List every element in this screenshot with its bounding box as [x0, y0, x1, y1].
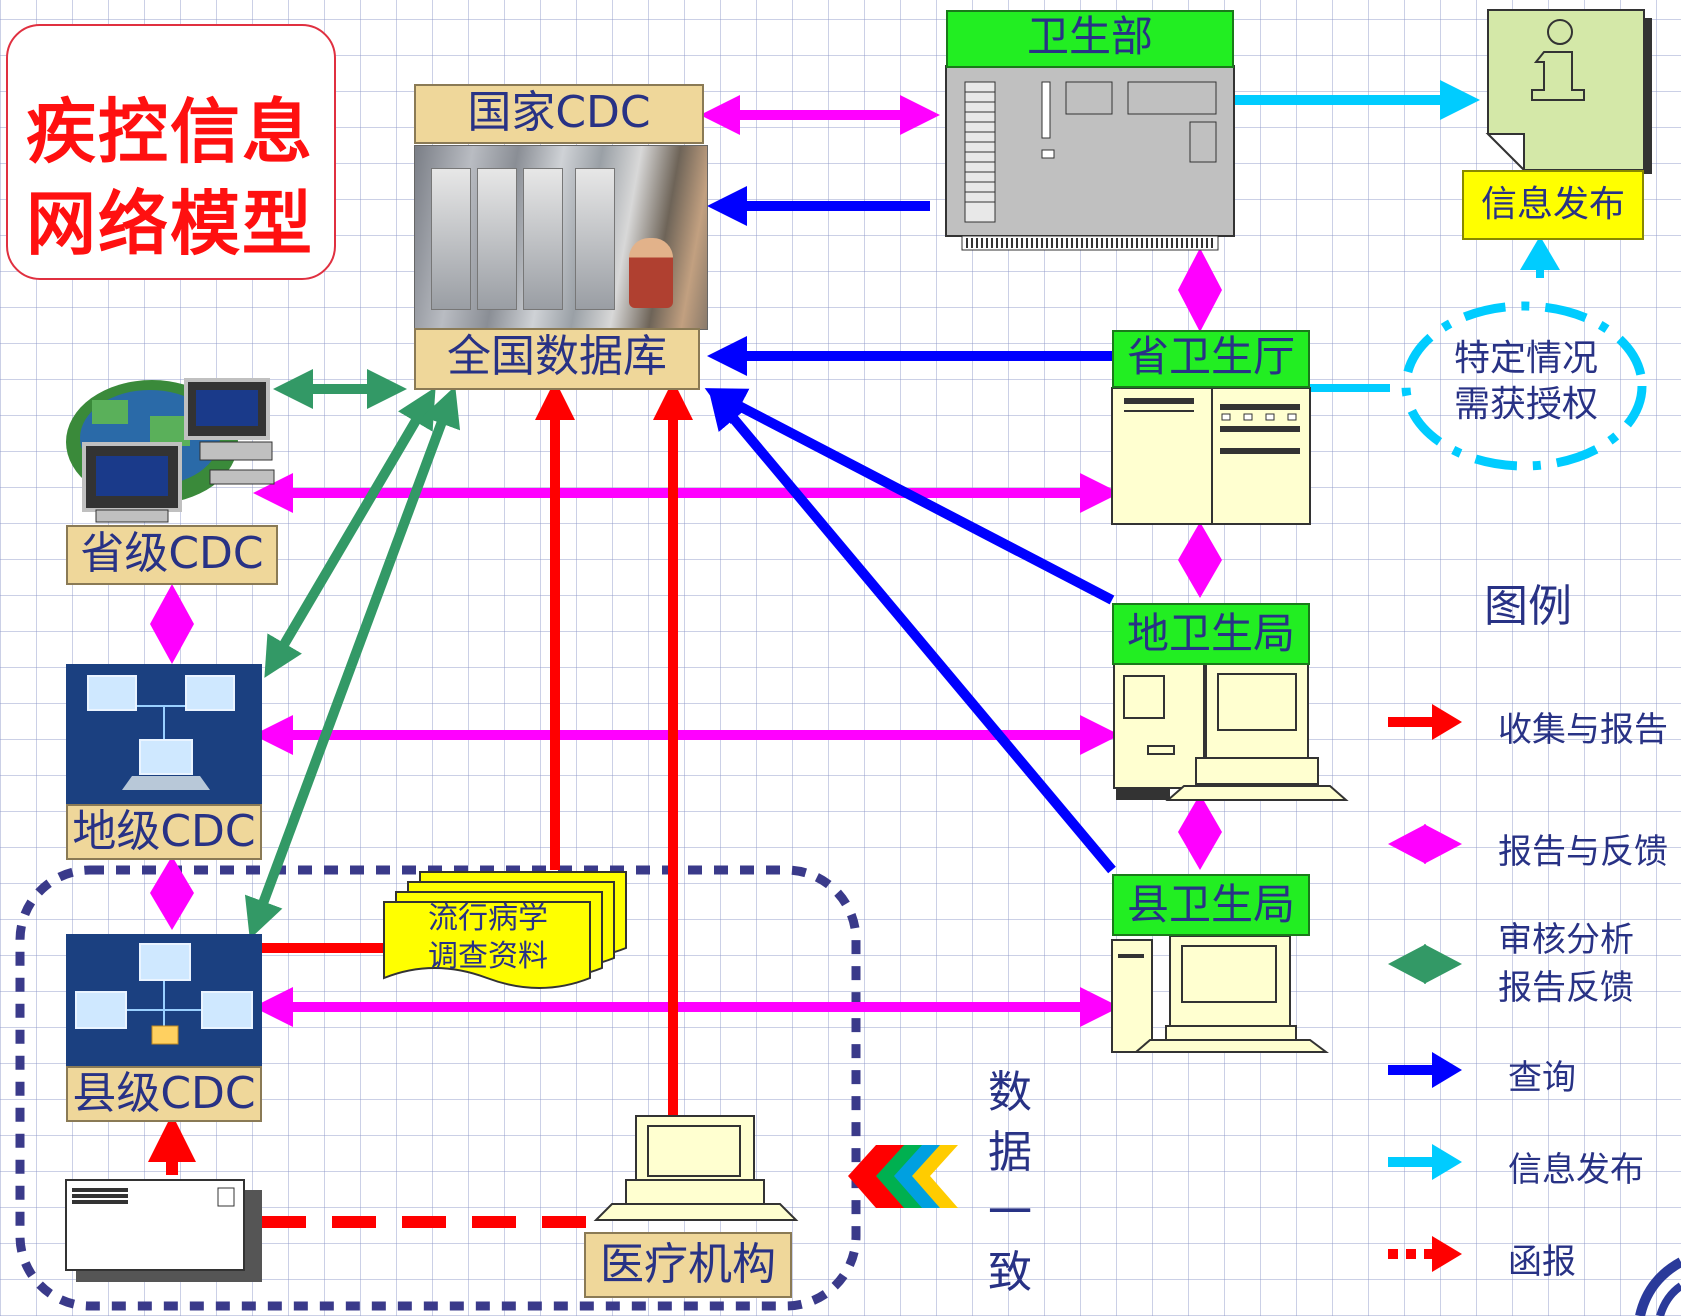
special-case-line-1: 特定情况: [1453, 338, 1598, 379]
server-icon: [945, 65, 1235, 251]
link-prefcdc-countycdc: [150, 856, 194, 930]
rainbow-chevron-icon: [848, 1145, 958, 1208]
county-bureau-label: 县卫生局: [1112, 874, 1310, 936]
consistency-char-1: 数: [988, 1067, 1032, 1118]
info-release-label: 信息发布: [1462, 170, 1644, 240]
prefecture-cdc-label: 地级CDC: [66, 804, 262, 860]
consistency-char-4: 致: [988, 1247, 1032, 1298]
arrow-countybureau-national: [708, 388, 1116, 874]
national-db-label: 全国数据库: [414, 328, 700, 390]
prefecture-bureau-label: 地卫生局: [1112, 603, 1310, 665]
provincial-cdc-label: 省级CDC: [66, 525, 278, 585]
legend-item-letter: 函报: [1508, 1242, 1576, 1282]
title-line-2: 网络模型: [26, 183, 314, 265]
computer-icon: [1111, 935, 1329, 1053]
info-document-icon: [1485, 9, 1652, 174]
provincial-dept-label: 省卫生厅: [1112, 330, 1310, 388]
logo-icon: [1635, 1257, 1681, 1316]
link-ministry-provdept: [1178, 248, 1222, 332]
legend-title: 图例: [1484, 581, 1572, 632]
county-cdc-label: 县级CDC: [66, 1066, 262, 1122]
arrow-prefbureau-national: [704, 388, 1115, 605]
national-cdc-label: 国家CDC: [414, 84, 704, 144]
legend-item-review: 审核分析 报告反馈: [1498, 920, 1634, 1008]
network-icon: [66, 934, 262, 1068]
computer-icon: [593, 1115, 799, 1221]
consistency-char-3: 一: [988, 1187, 1032, 1238]
epi-survey-line-1: 流行病学: [428, 901, 548, 936]
computer-icon: [1111, 387, 1311, 525]
title-box: 疾控信息 网络模型: [6, 24, 336, 280]
legend-item-publish: 信息发布: [1508, 1150, 1644, 1190]
arrow-special-info: [1520, 236, 1560, 270]
legend-item-collect: 收集与报告: [1498, 710, 1668, 750]
data-center-photo: [414, 145, 708, 330]
arrow-countycdc-national: [244, 385, 461, 940]
network-icon: [66, 378, 275, 523]
link-prefbureau-countybureau: [1178, 794, 1222, 870]
legend-item-query: 查询: [1508, 1058, 1576, 1098]
consistency-char-2: 据: [988, 1127, 1032, 1178]
legend-symbols: [1388, 704, 1462, 1272]
medical-institution-label: 医疗机构: [584, 1232, 792, 1298]
envelope-icon: [65, 1179, 262, 1282]
epi-survey-text: 流行病学 调查资料: [388, 900, 588, 976]
link-provdept-prefbureau: [1178, 522, 1222, 598]
computer-icon: [1113, 663, 1349, 801]
network-icon: [66, 664, 262, 804]
ministry-label: 卫生部: [946, 10, 1234, 68]
legend-item-feedback: 报告与反馈: [1498, 832, 1668, 872]
special-case-line-2: 需获授权: [1453, 384, 1598, 425]
document-stack-icon: [383, 871, 627, 989]
title-line-1: 疾控信息: [26, 91, 314, 173]
special-case-text: 特定情况 需获授权: [1436, 336, 1616, 428]
link-provcdc-prefcdc: [150, 584, 194, 664]
epi-survey-line-2: 调查资料: [428, 939, 548, 974]
special-case-ellipse: [1401, 301, 1647, 471]
